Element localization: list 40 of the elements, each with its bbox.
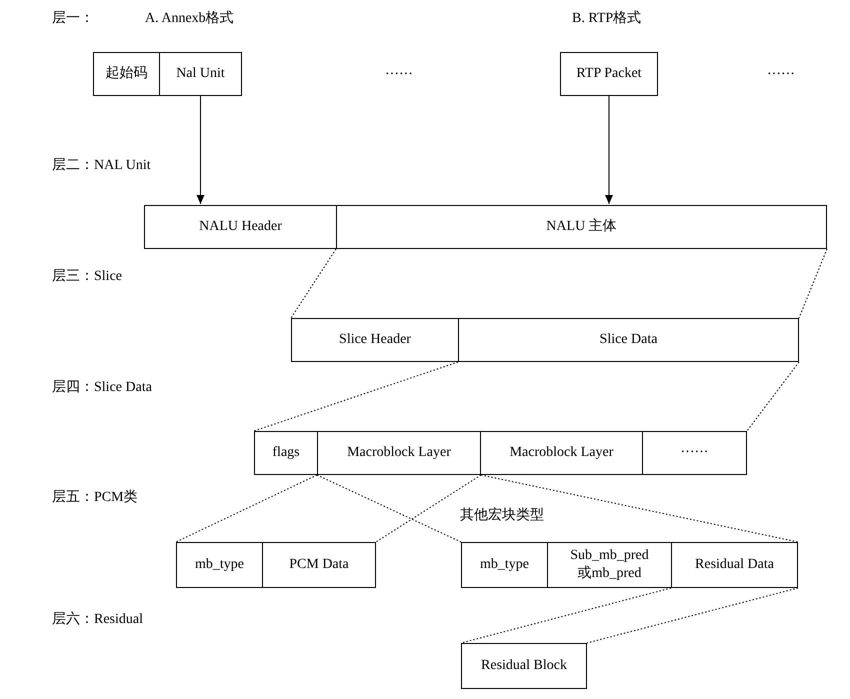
structure-box: NALU 主体: [336, 205, 827, 249]
dotted-expansion-line: [746, 362, 800, 432]
structure-box: Residual Block: [461, 643, 587, 689]
arrow: [605, 96, 613, 204]
structure-box: mb_type: [461, 542, 548, 588]
structure-box: Sub_mb_pred 或mb_pred: [547, 542, 672, 588]
layer-label: 层四：Slice Data: [52, 379, 152, 397]
annotation-text: 其他宏块类型: [460, 507, 544, 525]
layer-label: 层三：Slice: [52, 268, 122, 286]
structure-box: Residual Data: [671, 542, 798, 588]
structure-box: Slice Header: [291, 318, 459, 362]
arrow: [196, 96, 204, 204]
structure-box: Nal Unit: [159, 52, 242, 96]
format-label: B. RTP格式: [572, 10, 642, 28]
dotted-expansion-line: [316, 474, 462, 542]
ellipsis: ······: [767, 66, 795, 84]
dotted-expansion-line: [376, 474, 482, 542]
dotted-expansion-line: [586, 588, 798, 644]
dotted-expansion-line: [480, 474, 798, 542]
ellipsis: ······: [385, 66, 413, 84]
structure-box: Slice Data: [458, 318, 799, 362]
dotted-expansion-line: [460, 588, 672, 644]
structure-box: PCM Data: [262, 542, 376, 588]
dotted-expansion-line: [254, 362, 458, 432]
structure-box: flags: [254, 431, 318, 475]
layer-label: 层一：: [52, 10, 94, 28]
layer-label: 层二：NAL Unit: [52, 157, 151, 175]
dotted-expansion-line: [290, 248, 336, 318]
structure-box: 起始码: [93, 52, 160, 96]
structure-box: NALU Header: [144, 205, 337, 249]
format-label: A. Annexb格式: [145, 10, 234, 28]
structure-box: RTP Packet: [560, 52, 658, 96]
layer-label: 层五：PCM类: [52, 489, 138, 507]
structure-box: Macroblock Layer: [480, 431, 643, 475]
dotted-expansion-line: [176, 474, 318, 542]
dotted-expansion-line: [798, 248, 828, 318]
layer-label: 层六：Residual: [52, 611, 143, 629]
structure-box: Macroblock Layer: [317, 431, 481, 475]
structure-box: ······: [642, 431, 747, 475]
structure-box: mb_type: [176, 542, 263, 588]
